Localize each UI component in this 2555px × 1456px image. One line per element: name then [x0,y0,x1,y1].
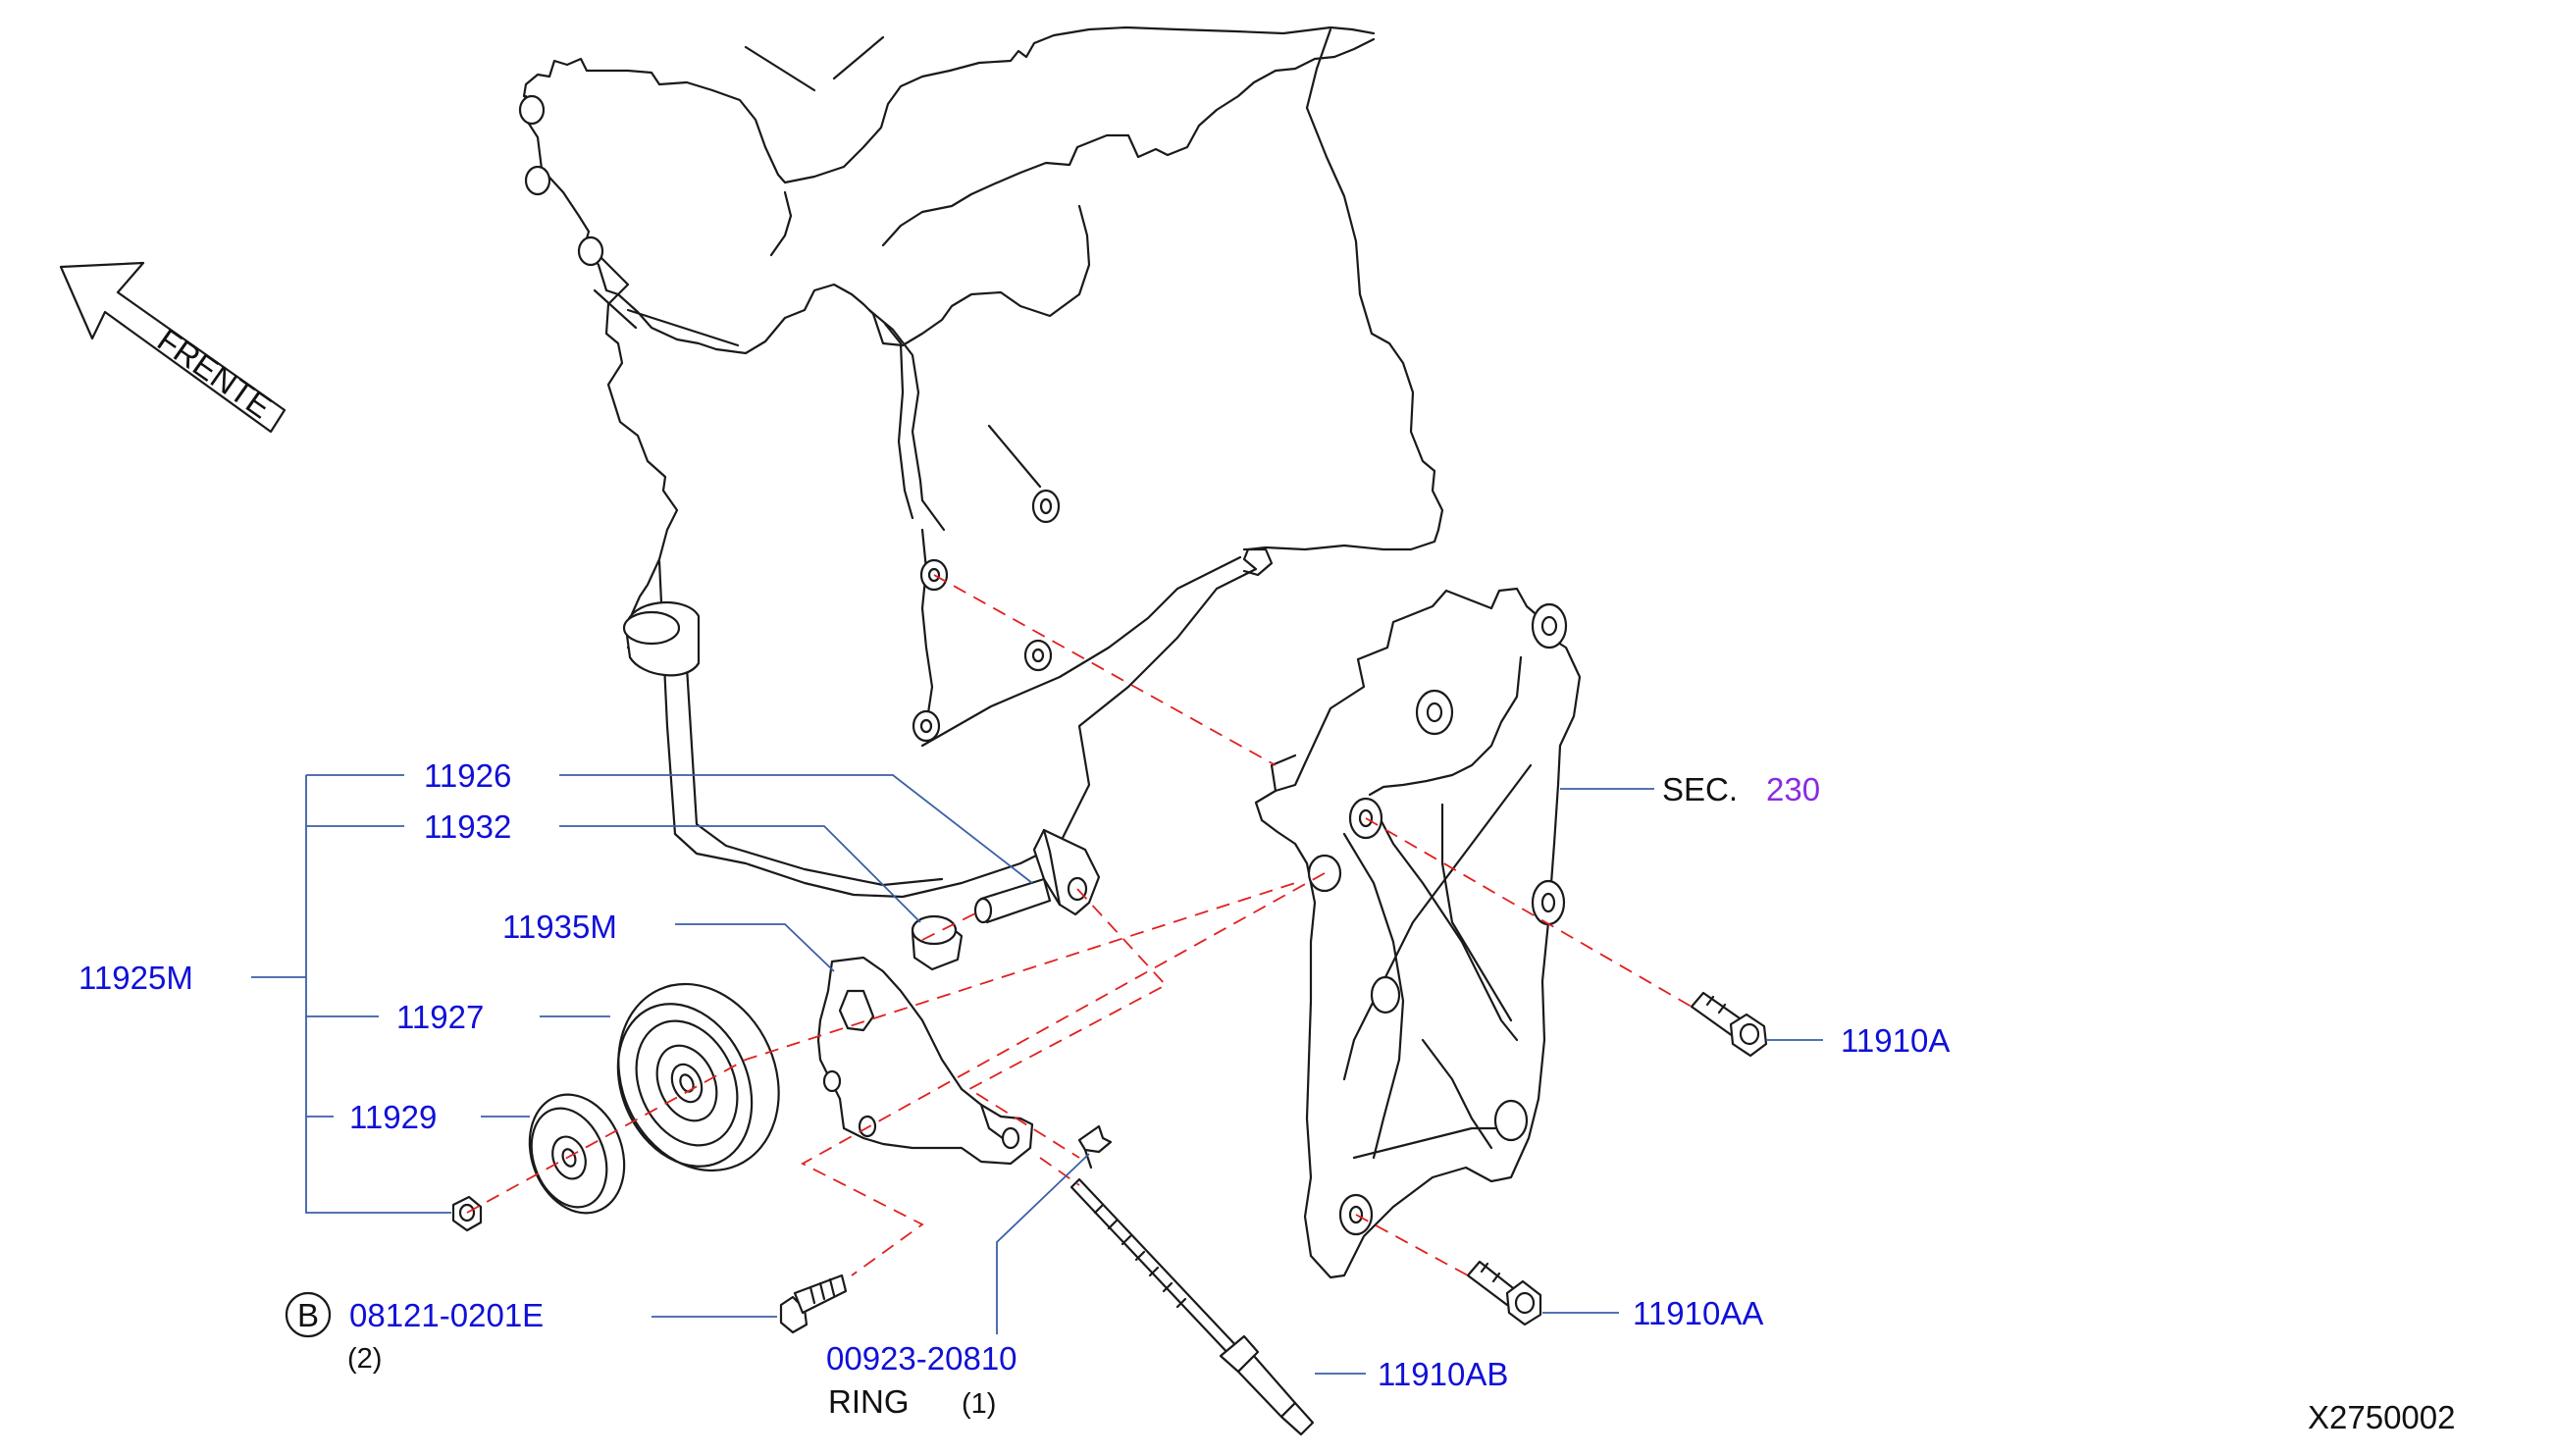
qty-ring: (1) [962,1388,996,1420]
plate-part [816,956,1034,1166]
qty-bolt-b: (2) [347,1343,382,1375]
nut-part [451,1195,483,1232]
assembly-centerlines [466,574,1693,1276]
stud-part [1069,1177,1315,1436]
label-00923-20810: 00923-20810 [826,1340,1017,1377]
label-11910aa: 11910AA [1633,1295,1763,1331]
label-11910ab: 11910AB [1378,1356,1508,1392]
pulley-part [616,982,780,1172]
badge-b: B [297,1297,319,1333]
ring-part [1077,1124,1113,1170]
shaft-part [973,828,1101,924]
bolt-a-part [1690,991,1768,1058]
label-08121-0201e: 08121-0201E [349,1297,544,1333]
label-11926: 11926 [424,757,511,794]
badge-b-circle [285,1291,332,1338]
label-11927: 11927 [396,999,484,1035]
label-ring: RING [828,1383,910,1420]
label-sec: SEC. [1662,771,1738,807]
label-11925m: 11925M [78,960,193,996]
washer-part [528,1093,626,1215]
bracket-drawing [1254,587,1582,1279]
bolt-aa-part [1466,1260,1542,1326]
label-11929: 11929 [349,1099,437,1135]
diagram-id: X2750002 [2308,1399,2455,1435]
label-11910a: 11910A [1841,1022,1950,1059]
label-sec-number[interactable]: 230 [1766,771,1820,807]
bolt-b-part [779,1274,848,1334]
label-11935m: 11935M [502,909,617,945]
engine-block-drawing [518,26,1444,899]
direction-label: FRENTE [151,321,278,425]
spacer-part [911,914,964,971]
leader-lines [251,774,1823,1375]
arrow-front-icon [59,261,287,434]
label-11932: 11932 [424,808,511,845]
